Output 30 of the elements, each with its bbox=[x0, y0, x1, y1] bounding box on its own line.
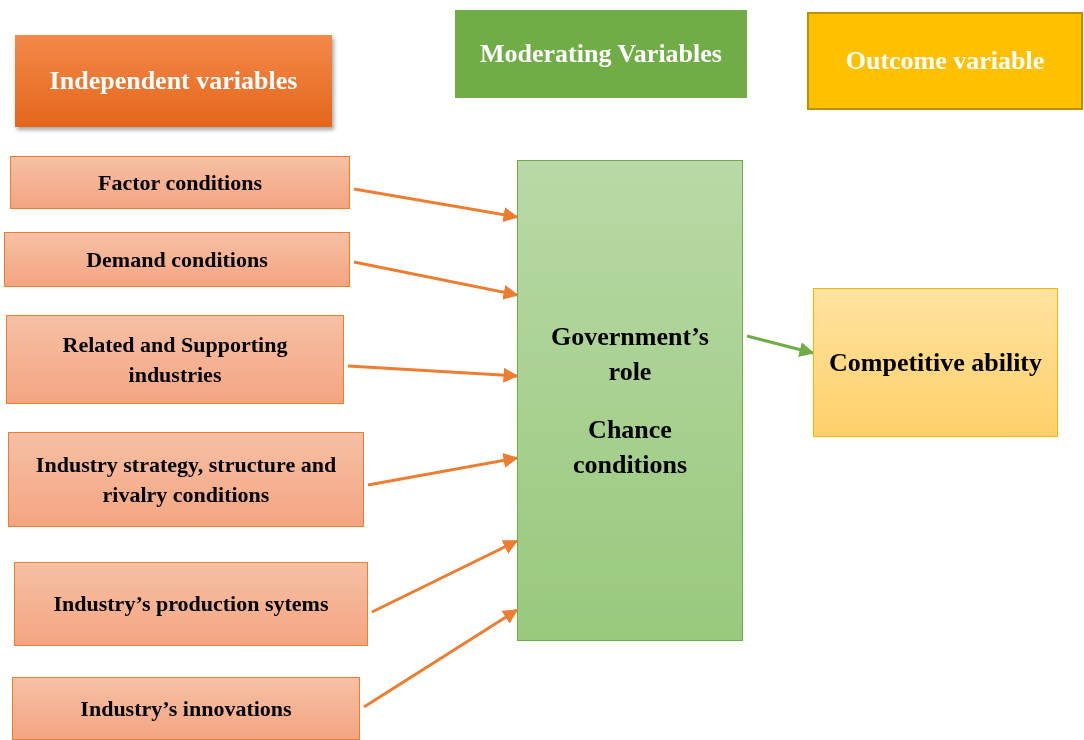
arrow bbox=[746, 334, 815, 357]
arrow bbox=[353, 260, 519, 300]
header-box bbox=[807, 12, 1083, 110]
box-label: Industry’s innovations bbox=[79, 694, 293, 723]
header-box bbox=[455, 10, 747, 98]
arrow bbox=[353, 187, 519, 223]
header-box bbox=[15, 35, 332, 127]
factor-box bbox=[14, 562, 368, 646]
arrow bbox=[347, 364, 519, 383]
factor-box bbox=[12, 677, 360, 740]
arrow bbox=[371, 539, 519, 614]
factor-box bbox=[8, 432, 364, 527]
box-label: Industry’s production sytems bbox=[52, 590, 330, 619]
box-label: Competitive ability bbox=[828, 346, 1043, 379]
factor-box bbox=[4, 232, 350, 287]
outcome-box bbox=[813, 288, 1058, 437]
arrow bbox=[367, 453, 519, 487]
factor-box bbox=[6, 315, 344, 404]
box-label: Demand conditions bbox=[85, 245, 269, 274]
box-label: Independent variables bbox=[48, 65, 299, 98]
factor-box bbox=[10, 156, 350, 209]
box-label: Factor conditions bbox=[97, 168, 263, 197]
box-label: Related and Supporting industries bbox=[61, 330, 289, 389]
box-label: Moderating Variables bbox=[479, 38, 723, 71]
box-label: Government’s role bbox=[550, 321, 710, 389]
box-label: Outcome variable bbox=[844, 45, 1046, 78]
arrow bbox=[363, 608, 519, 709]
box-label: Chance conditions bbox=[571, 413, 689, 481]
box-label: Industry strategy, structure and rivalry conditions bbox=[34, 450, 338, 509]
moderator-box bbox=[517, 160, 743, 641]
